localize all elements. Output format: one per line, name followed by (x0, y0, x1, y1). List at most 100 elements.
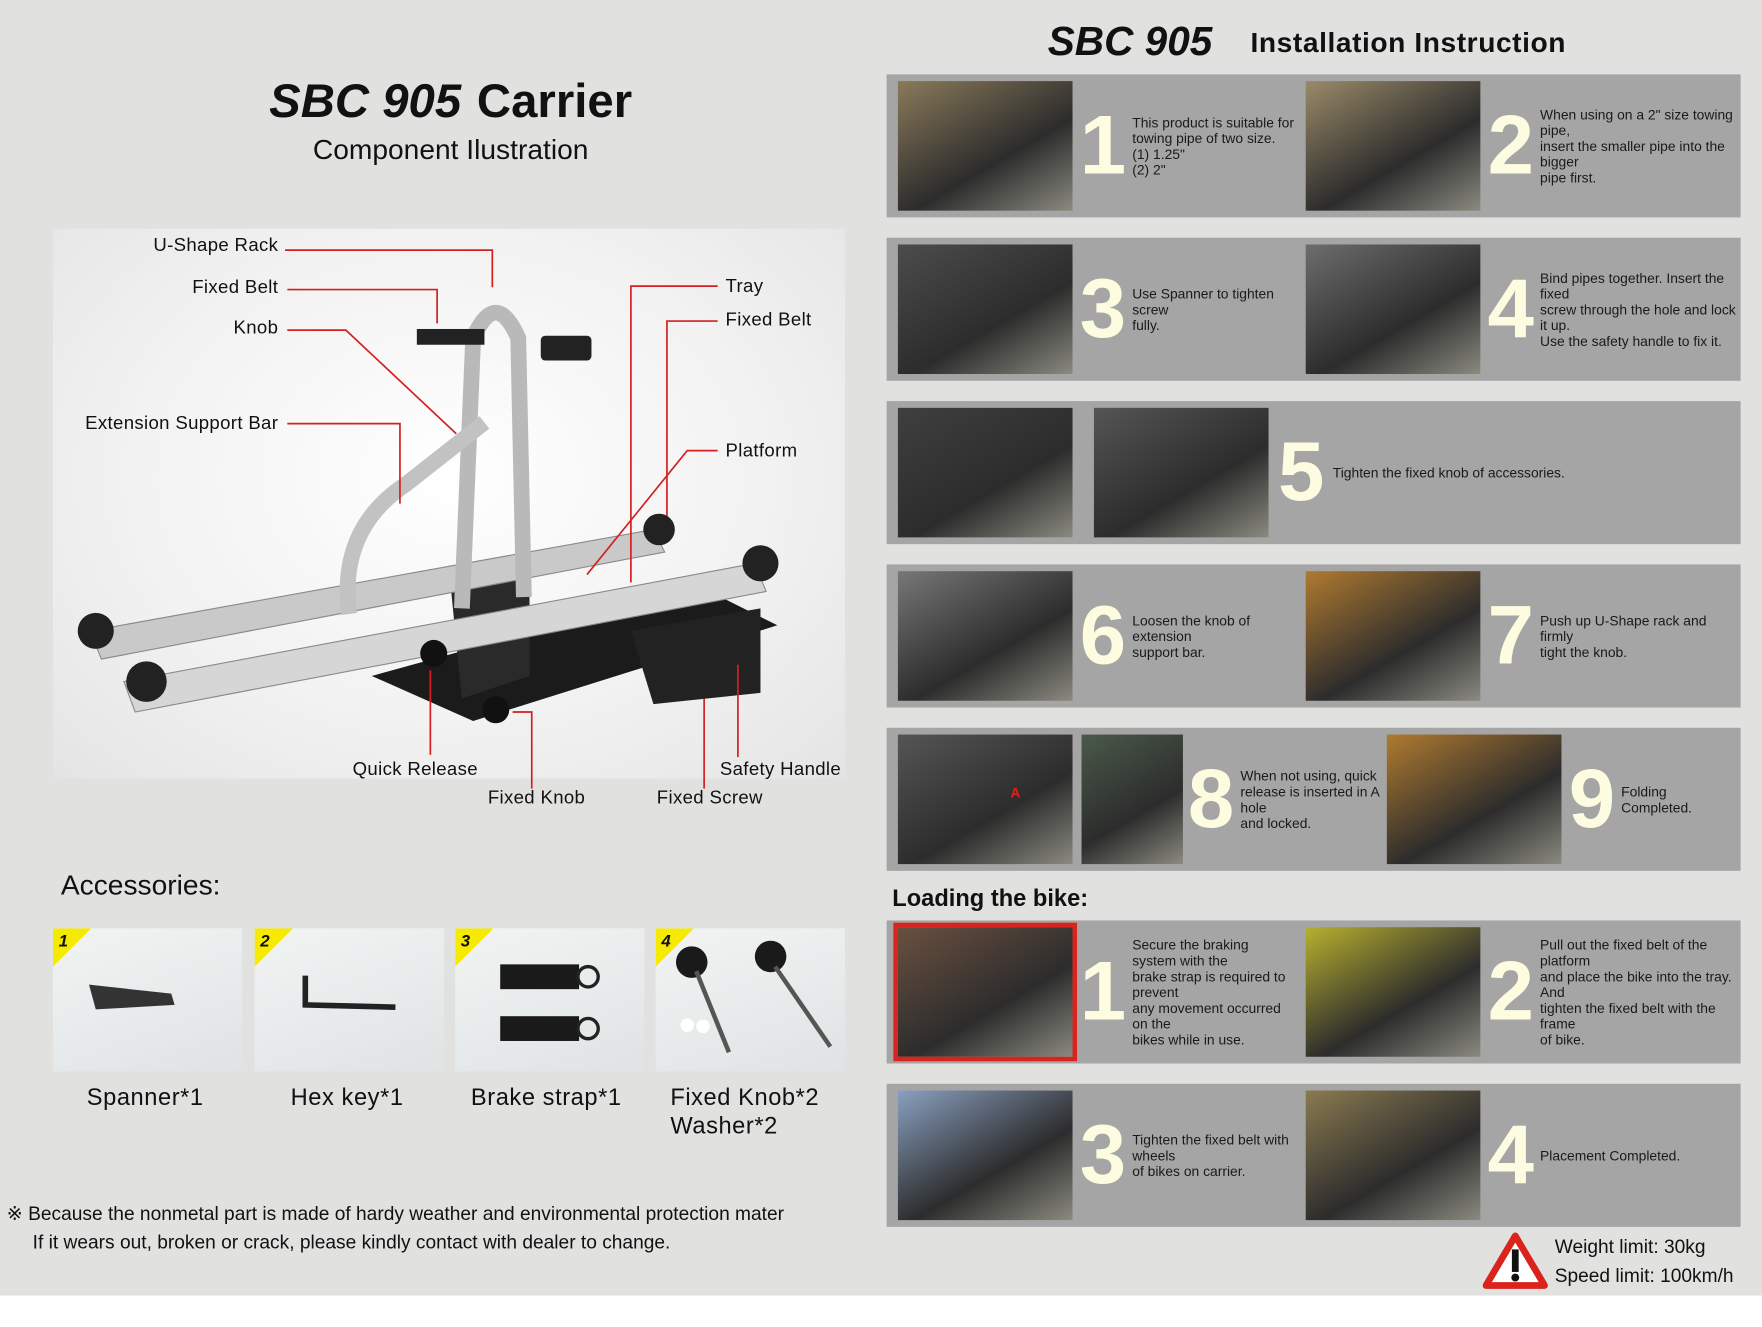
tray-rail-front (123, 562, 767, 713)
hitch-tube (630, 608, 761, 705)
step-text-box: Use Spanner to tighten screw fully. (1132, 238, 1294, 381)
label-fixed-belt-right: Fixed Belt (725, 309, 812, 331)
badge-number: 4 (661, 931, 671, 951)
step-text-box: Pull out the fixed belt of the platform … (1540, 920, 1736, 1063)
label-tray: Tray (725, 276, 764, 297)
step-text: Use Spanner to tighten screw fully. (1132, 285, 1274, 333)
leader-fixed-belt-left (287, 288, 438, 324)
step-photo (1081, 734, 1183, 865)
speed-limit: Speed limit: 100km/h (1554, 1265, 1734, 1287)
step-photo: A (897, 734, 1073, 865)
step-number: 6 (1079, 588, 1127, 682)
loading-heading: Loading the bike: (892, 885, 1089, 912)
installation-model: SBC 905 (1047, 18, 1213, 65)
step-photo (1305, 81, 1481, 211)
step-photo (1305, 927, 1481, 1057)
step-text: Folding Completed. (1621, 783, 1693, 816)
step-number: 5 (1278, 424, 1325, 519)
badge-number: 1 (58, 931, 68, 951)
step-text-box: When using on a 2" size towing pipe, ins… (1540, 74, 1736, 217)
step-text-box: Loosen the knob of extension support bar… (1132, 564, 1294, 707)
brake-strap-icon (500, 964, 600, 1041)
weight-limit: Weight limit: 30kg (1554, 1235, 1706, 1258)
caption-line: Brake strap*1 (470, 1084, 622, 1111)
badge-number: 2 (260, 931, 270, 951)
step-number: 3 (1079, 1107, 1127, 1201)
leader-u-shape-rack (285, 249, 494, 288)
product-illustration (52, 228, 845, 779)
step-photo (1386, 734, 1562, 865)
step-text: Pull out the fixed belt of the platform … (1540, 936, 1732, 1048)
accessory-caption-brake-strap: Brake strap*1 (471, 1084, 622, 1112)
step-photo (897, 571, 1073, 701)
end-cap (742, 545, 779, 582)
label-u-shape-rack: U-Shape Rack (153, 235, 279, 256)
step-number: 7 (1487, 588, 1534, 682)
step-text: Tighten the fixed knob of accessories. (1332, 464, 1565, 481)
step-number: 1 (1079, 944, 1127, 1038)
end-cap (643, 513, 675, 546)
step-text-box: This product is suitable for towing pipe… (1132, 74, 1294, 217)
label-fixed-screw: Fixed Screw (656, 787, 763, 808)
step-text-box: Push up U-Shape rack and firmly tight th… (1540, 564, 1736, 707)
step-photo (897, 407, 1073, 538)
note-line-2: If it wears out, broken or crack, please… (32, 1231, 671, 1253)
leader-fixed-knob (512, 711, 533, 789)
step-text-box: Tighten the fixed knob of accessories. (1333, 401, 1705, 544)
step-photo (1305, 244, 1481, 375)
end-cap (126, 661, 167, 702)
step-photo (897, 244, 1073, 375)
accessory-photo-spanner: 1 (52, 928, 243, 1072)
step-text: When not using, quick release is inserte… (1240, 767, 1380, 831)
step-text: Loosen the knob of extension support bar… (1132, 612, 1251, 660)
step-text-box: Secure the braking system with the brake… (1132, 920, 1294, 1063)
step-text: Push up U-Shape rack and firmly tight th… (1540, 612, 1707, 660)
accessory-photo-brake-strap: 3 (455, 928, 645, 1072)
step-number: 2 (1487, 98, 1534, 192)
warning-icon (1482, 1232, 1548, 1289)
step-number: 4 (1487, 261, 1534, 355)
step-text: Secure the braking system with the brake… (1132, 936, 1286, 1048)
fixed-belt-top (416, 328, 485, 345)
step-text: Tighten the fixed belt with wheels of bi… (1132, 1131, 1289, 1179)
step-text-box: Bind pipes together. Insert the fixed sc… (1540, 238, 1736, 381)
step-text-box: Folding Completed. (1621, 728, 1736, 871)
accessory-photo-hex-key: 2 (254, 928, 444, 1072)
step-photo (897, 81, 1073, 211)
fixed-belt-top-right (540, 335, 592, 361)
step-text: Bind pipes together. Insert the fixed sc… (1540, 269, 1736, 349)
accessory-caption-spanner: Spanner*1 (87, 1084, 204, 1112)
number-badge (254, 928, 293, 967)
label-quick-release: Quick Release (352, 759, 478, 780)
accessory-photo-fixed-knob: 4 (655, 928, 845, 1072)
label-extension-support-bar: Extension Support Bar (85, 413, 279, 434)
step-number: 9 (1568, 751, 1616, 845)
leader-platform (586, 449, 718, 576)
installation-title: Installation Instruction (1250, 27, 1567, 59)
step-number: 8 (1187, 751, 1235, 845)
step-photo (1305, 571, 1481, 701)
end-cap (77, 612, 114, 649)
extension-support-bar (339, 416, 490, 616)
caption-line: Fixed Knob*2 (670, 1084, 820, 1111)
spanner-icon (89, 984, 175, 1010)
number-badge (455, 928, 494, 967)
step-photo (897, 1090, 1073, 1221)
leader-fixed-belt-right (666, 320, 718, 516)
carrier-drawing (77, 304, 779, 724)
fixed-knob (482, 696, 510, 724)
caption-line: Washer*2 (670, 1113, 778, 1139)
label-knob: Knob (233, 317, 279, 338)
label-fixed-belt: Fixed Belt (192, 277, 279, 298)
leader-knob (287, 329, 457, 435)
step-text: This product is suitable for towing pipe… (1132, 114, 1294, 178)
number-badge (52, 928, 92, 967)
badge-number: 3 (460, 931, 471, 951)
